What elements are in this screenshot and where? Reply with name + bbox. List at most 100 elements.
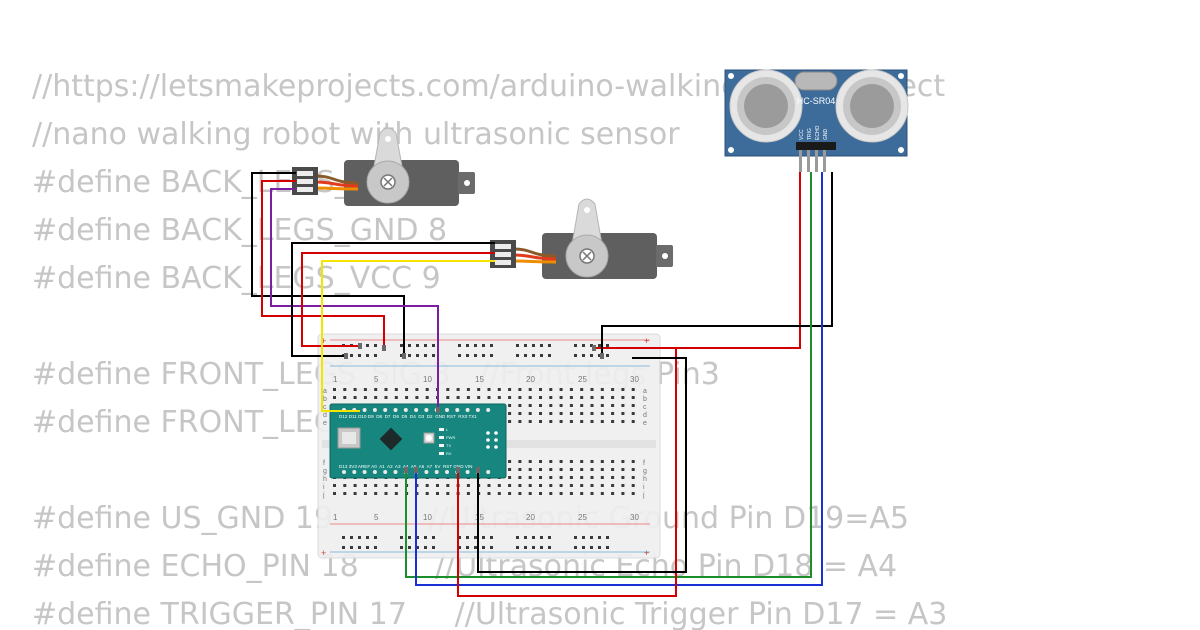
breadboard-hole (508, 404, 512, 407)
breadboard-hole (400, 536, 403, 539)
breadboard-hole (590, 484, 594, 487)
nano-pin (393, 408, 398, 412)
wire-sensor-echo[interactable] (405, 172, 812, 578)
breadboard-hole (582, 536, 585, 539)
breadboard-hole (611, 476, 615, 479)
breadboard-hole (458, 354, 461, 357)
servo-back-legs (292, 127, 475, 206)
breadboard-hole (384, 388, 388, 391)
icsp-header (486, 431, 498, 449)
wire-5v-rail[interactable] (457, 347, 677, 597)
breadboard-hole (518, 420, 522, 423)
breadboard-hole (548, 536, 551, 539)
breadboard-hole (508, 388, 512, 391)
breadboard-hole (353, 484, 357, 487)
breadboard-hole (569, 396, 573, 399)
wire-sensor-gnd[interactable] (601, 172, 833, 356)
breadboard-hole (580, 484, 584, 487)
breadboard-hole (415, 388, 419, 391)
breadboard-hole (549, 420, 553, 423)
breadboard-hole (600, 484, 604, 487)
sensor-pin-label-echo: ECHO (815, 125, 821, 140)
breadboard-hole (569, 484, 573, 487)
nano-pin (342, 470, 346, 474)
breadboard-hole (343, 484, 347, 487)
breadboard-hole (569, 388, 573, 391)
breadboard-hole (508, 476, 512, 479)
breadboard-hole (425, 388, 429, 391)
wire-servo-back-signal[interactable] (270, 188, 439, 411)
breadboard-hole (621, 484, 625, 487)
wire-servo-back-gnd[interactable] (251, 172, 405, 356)
breadboard-hole (497, 484, 501, 487)
breadboard-hole (508, 420, 512, 423)
breadboard-hole (466, 396, 470, 399)
rail-plus-bottom-left: + (321, 548, 326, 558)
breadboard-hole (487, 484, 491, 487)
sensor-mount-hole-tr (898, 73, 904, 79)
breadboard-hole (600, 492, 604, 495)
breadboard-hole (405, 396, 409, 399)
breadboard-hole (466, 484, 470, 487)
wire-servo-front-vcc[interactable] (301, 252, 495, 347)
breadboard-hole (508, 492, 512, 495)
breadboard-hole (358, 546, 361, 549)
breadboard-hole (532, 344, 535, 347)
breadboard-hole (432, 354, 435, 357)
breadboard-hole (569, 404, 573, 407)
breadboard-hole (559, 468, 563, 471)
breadboard-hole (415, 396, 419, 399)
col-number-5-bottom: 5 (374, 513, 379, 522)
wire-gnd-rail[interactable] (477, 357, 687, 573)
breadboard-hole (524, 546, 527, 549)
breadboard-hole (621, 476, 625, 479)
wire-servo-front-signal[interactable] (321, 260, 495, 412)
wire-servo-front-gnd[interactable] (291, 242, 495, 357)
breadboard-hole (528, 396, 532, 399)
breadboard-hole (590, 412, 594, 415)
breadboard-hole (611, 460, 615, 463)
breadboard-hole (363, 492, 367, 495)
breadboard-hole (611, 484, 615, 487)
breadboard-hole (416, 536, 419, 539)
nano-pin (362, 408, 367, 412)
breadboard-hole (436, 492, 439, 495)
breadboard-hole (574, 536, 577, 539)
breadboard-hole (540, 536, 543, 539)
breadboard-hole (631, 484, 635, 487)
breadboard-hole (574, 354, 577, 357)
breadboard-hole (394, 492, 398, 495)
servo-back-mount-hole (464, 180, 470, 186)
col-number-10-bottom: 10 (423, 513, 432, 522)
breadboard-hole (574, 344, 577, 347)
servo-front-cable-brown (513, 247, 557, 258)
breadboard-hole (497, 492, 501, 495)
wire-sensor-trig[interactable] (415, 172, 823, 586)
col-number-20: 20 (526, 375, 535, 384)
wire-servo-back-vcc[interactable] (261, 180, 385, 348)
breadboard-hole (631, 396, 635, 399)
breadboard-hole (580, 476, 584, 479)
breadboard-hole (559, 492, 563, 495)
breadboard-hole (621, 388, 625, 391)
breadboard-hole (606, 354, 609, 357)
nano-pin (445, 470, 449, 474)
breadboard-hole (366, 536, 369, 539)
breadboard-hole (549, 484, 553, 487)
breadboard-hole (528, 468, 532, 471)
breadboard-hole (600, 468, 604, 471)
servo-back-horn-hole (385, 136, 391, 142)
breadboard-hole (487, 388, 491, 391)
breadboard-hole (482, 344, 485, 347)
breadboard-hole (333, 484, 336, 487)
sensor-pin-echo (815, 150, 818, 172)
breadboard-hole (611, 396, 615, 399)
usb-port-inner (342, 432, 356, 444)
breadboard-hole (582, 546, 585, 549)
breadboard-hole (482, 536, 485, 539)
breadboard-hole (508, 396, 512, 399)
breadboard-hole (621, 492, 625, 495)
breadboard-hole (432, 546, 435, 549)
servo-front-legs (490, 198, 673, 279)
breadboard-hole (611, 468, 615, 471)
